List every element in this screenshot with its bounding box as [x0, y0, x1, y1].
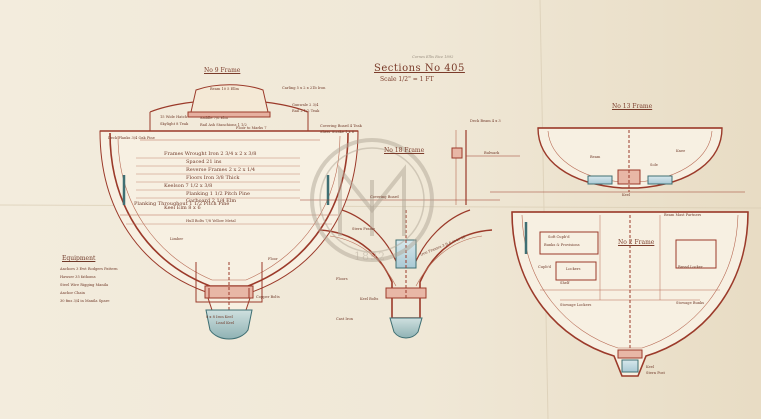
label-rail-teak: Rail 2 1/2 Teak [292, 109, 320, 113]
frame-13-section [537, 127, 723, 192]
label-frames: Frames Wrought Iron 2 3/4 x 2 x 3/8 [164, 151, 257, 157]
label-iron-keel: 8 x 8 Iron Keel [206, 315, 233, 319]
frame-18-title: No 18 Frame [384, 147, 425, 154]
label-stowage-lockers: Stowage Lockers [560, 303, 592, 307]
drawing-scale: Scale 1/2" = 1 FT [380, 76, 434, 83]
label-floor: Floor [268, 257, 278, 261]
label-lead-keel: Lead Keel [216, 321, 235, 325]
label-keel-13: Keel [622, 193, 630, 197]
label-stern-frame: Stern Frame [352, 227, 376, 231]
label-carling: Carling 5 x 2 x 21b Iron [282, 86, 326, 90]
label-lockers: Lockers [566, 267, 581, 271]
label-sole-13: Sole [650, 163, 658, 167]
equipment-line-4: Anchor Chain [60, 291, 85, 295]
label-keel-elm: Keel Elm 8 x 6 [164, 205, 201, 211]
label-hull-bolts: Hull Bolts 7/8 Yellow Metal [186, 219, 236, 223]
label-deck-beam: Deck Beam 4 x 3 [470, 119, 501, 123]
frame-13-title: No 13 Frame [612, 103, 653, 110]
label-planking: Planking 1 1/2 Pitch Pine [186, 191, 250, 197]
label-hatch: 15 Wide Hatch [160, 115, 188, 119]
equipment-title: Equipment [62, 255, 96, 262]
label-floor-marks: Floor to Marks 7 [236, 126, 267, 130]
label-cast-iron: Cast Iron [336, 317, 353, 321]
equipment-line-1: Anchors 3 Ewt Rodgers Pattern [60, 267, 118, 271]
equipment-line-3: Steel Wire Rigging Manila [60, 283, 109, 287]
label-stowage-bunks: Stowage Bunks [676, 301, 705, 305]
label-keel-bolts: Keel Bolts [360, 297, 379, 301]
label-knee-13: Knee [676, 149, 686, 153]
watermark-year: 1892 [354, 250, 386, 263]
label-reverse-frames: Reverse Frames 2 x 2 x 1/4 [186, 167, 256, 173]
drawing-title: Sections No 405 [374, 63, 465, 74]
label-beam: Beam 10 5 Ellm [210, 87, 239, 91]
label-planking-throughout: Planking Throughout 1 1/2 Pitch Pine [134, 201, 230, 207]
pencil-note: Cornes Ellis Rice 1892 [412, 55, 454, 59]
label-floors-iron: Floors Iron 3/8 Thick [186, 175, 240, 181]
label-keelson: Keelson 7 1/2 x 3/8 [164, 183, 213, 189]
label-soft-cupbd: Soft Cupb'd [548, 235, 570, 239]
label-stern-post: Stern Post [646, 371, 665, 375]
label-limber: Limber [170, 237, 184, 241]
frame-9-section [99, 84, 359, 340]
equipment-line-5: 30 fms 3/4 in Manila Spare [60, 299, 110, 303]
label-covering-board: Covering Board 4 Teak [320, 124, 362, 128]
label-deck-planks: Deck Planks 3/4 Oak Pine [108, 136, 155, 140]
label-keel-2: Keel [646, 365, 654, 369]
label-sheer-strake: Sheer Strake 1 x 6 [320, 130, 354, 134]
label-bunks-provisions: Bunks & Provisions [544, 243, 580, 247]
frame-2-title: No 2 Frame [618, 239, 655, 246]
label-bulwark: Bulwark [484, 151, 500, 155]
equipment-line-2: Hawser 35 fathoms [60, 275, 96, 279]
label-gunwale: Gunwale 2 3/4 [292, 103, 319, 107]
label-saddle: Saddle 7/8 Elm [200, 116, 228, 120]
label-floors-18: Floors [336, 277, 348, 281]
frame-9-title: No 9 Frame [204, 67, 241, 74]
watermark-seal [310, 138, 434, 262]
label-copper-bolts: Copper Bolts [256, 295, 280, 299]
label-garboard: Garboard 2 1/4 Elm [186, 198, 237, 204]
label-shelf: Shelf [560, 281, 570, 285]
frame-2-section [511, 211, 749, 377]
label-spaced: Spaced 21 ins [186, 159, 222, 165]
label-beam-13: Beam [590, 155, 601, 159]
label-rail-ash: Rail Ash Stanchions 1 1/2 [200, 123, 247, 127]
label-skylight: Skylight 8 Teak [160, 122, 189, 126]
label-cupbd: Cupb'd [538, 265, 551, 269]
label-beam-mast-partners: Beam Mast Partners [664, 213, 702, 217]
label-bread-locker: Bread Locker [678, 265, 703, 269]
label-covering-board-18: Covering Board [370, 195, 399, 199]
